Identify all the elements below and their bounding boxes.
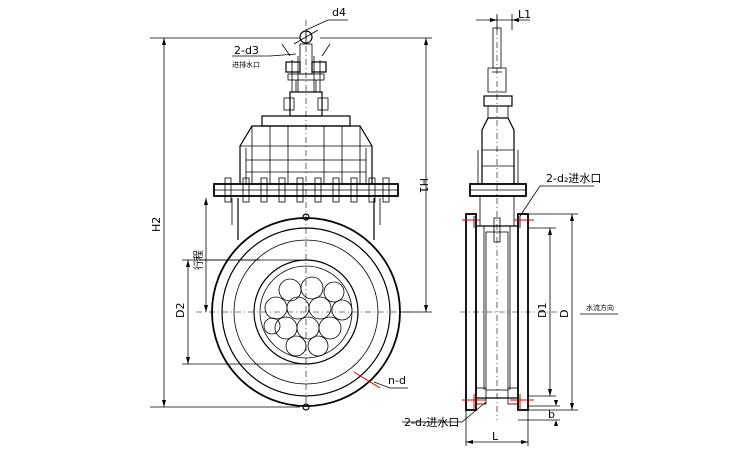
flange-inner-circle bbox=[221, 227, 391, 397]
body-sides-outer bbox=[231, 198, 381, 225]
nd-leader bbox=[373, 381, 408, 389]
bore-circle bbox=[253, 259, 359, 365]
front-view: d4 2-d3 进排水口 H2 行程 D2 H1 n-d bbox=[150, 6, 432, 411]
d2-label: D2 bbox=[174, 303, 187, 318]
inlet-bottom-leader bbox=[402, 401, 487, 423]
yoke bbox=[289, 91, 323, 117]
bolt-holes bbox=[302, 213, 310, 411]
l-label: L bbox=[492, 430, 499, 443]
inlet-bottom-label: 2-d₂进水口 bbox=[404, 416, 459, 429]
b-label: b bbox=[548, 408, 555, 421]
l1-label: L1 bbox=[518, 8, 531, 21]
d3-label: 2-d3 bbox=[234, 44, 259, 57]
side-bottom-port-right bbox=[507, 387, 519, 405]
bonnet-ribs bbox=[246, 126, 366, 184]
side-bonnet bbox=[481, 117, 515, 184]
side-yoke bbox=[483, 95, 513, 107]
side-flange-left bbox=[465, 213, 477, 411]
d4-label: d4 bbox=[332, 6, 346, 19]
h2-label: H2 bbox=[150, 217, 163, 232]
d4-leader bbox=[305, 19, 348, 31]
d3-leader bbox=[232, 53, 297, 57]
nd-label: n-d bbox=[388, 374, 406, 387]
bolt-circle bbox=[233, 239, 379, 385]
side-bottom-port-left bbox=[475, 387, 487, 405]
side-gate bbox=[485, 231, 509, 391]
d1-label: D1 bbox=[536, 303, 549, 318]
h1-label: H1 bbox=[417, 178, 430, 193]
inlet-top-leader bbox=[519, 185, 594, 217]
d-label: D bbox=[558, 310, 571, 318]
side-view: L1 D1 D bbox=[402, 8, 618, 446]
inlet-top-label: 2-d₂进水口 bbox=[546, 172, 601, 185]
body-sides bbox=[237, 198, 375, 240]
disc-hex-pattern bbox=[259, 265, 353, 359]
d3-note: 进排水口 bbox=[232, 60, 260, 69]
flow-label: 水流方向 bbox=[586, 303, 614, 312]
side-flange-right bbox=[517, 213, 529, 411]
